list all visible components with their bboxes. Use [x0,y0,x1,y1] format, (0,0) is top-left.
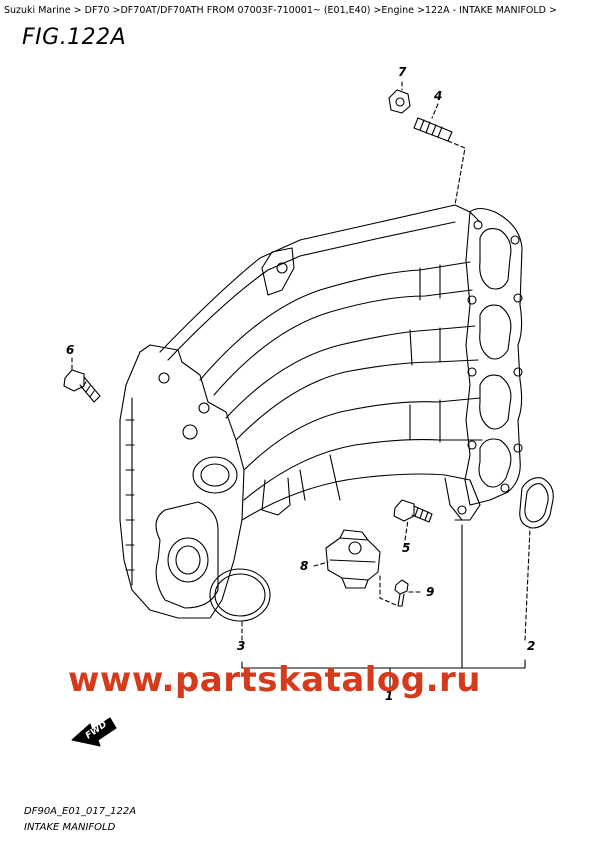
stud-bolt[interactable] [413,117,453,142]
manifold-runner-3 [243,397,481,471]
callout-5[interactable]: 5 [402,541,410,555]
figure-title: FIG.122A [22,25,127,50]
intake-port-4 [478,438,512,488]
intake-manifold-part[interactable] [119,204,483,619]
throttle-body-mount[interactable] [155,372,238,609]
nut[interactable] [388,89,411,114]
manifold-runner-1 [199,261,471,381]
intake-port-1 [479,228,512,290]
callout-4[interactable]: 4 [433,89,442,103]
callout-3[interactable]: 3 [237,639,245,653]
callout-7[interactable]: 7 [398,65,407,79]
fwd-arrow [71,717,117,747]
manifold-plenum [119,344,245,619]
manifold-upper-wall [159,204,481,353]
callout-6[interactable]: 6 [66,343,74,357]
manifold-top-bracket [261,247,295,296]
part-1-bracket [241,524,526,691]
cylinder-head-flange[interactable] [457,207,523,515]
flange-gasket [519,477,554,529]
callout-8[interactable]: 8 [300,559,308,573]
watermark: www.partskatalog.ru [68,660,482,700]
intake-port-2 [479,304,512,360]
callout-2[interactable]: 2 [527,639,535,653]
throttle-o-ring [209,568,271,622]
screw-9[interactable] [394,579,409,607]
callout-9[interactable]: 9 [426,585,434,599]
diagram-name: INTAKE MANIFOLD [24,822,116,833]
sensor-8[interactable] [325,529,381,589]
bolt-5[interactable] [393,499,433,523]
intake-port-3 [479,374,512,430]
breadcrumb[interactable]: Suzuki Marine > DF70 >DF70AT/DF70ATH FRO… [4,5,557,16]
callout-1[interactable]: 1 [385,689,393,703]
diagram-code: DF90A_E01_017_122A [24,806,137,817]
manifold-lower-wall [241,473,481,521]
manifold-runner-2 [225,325,476,419]
leader-lines [71,81,531,641]
bolt-6[interactable] [63,369,101,403]
